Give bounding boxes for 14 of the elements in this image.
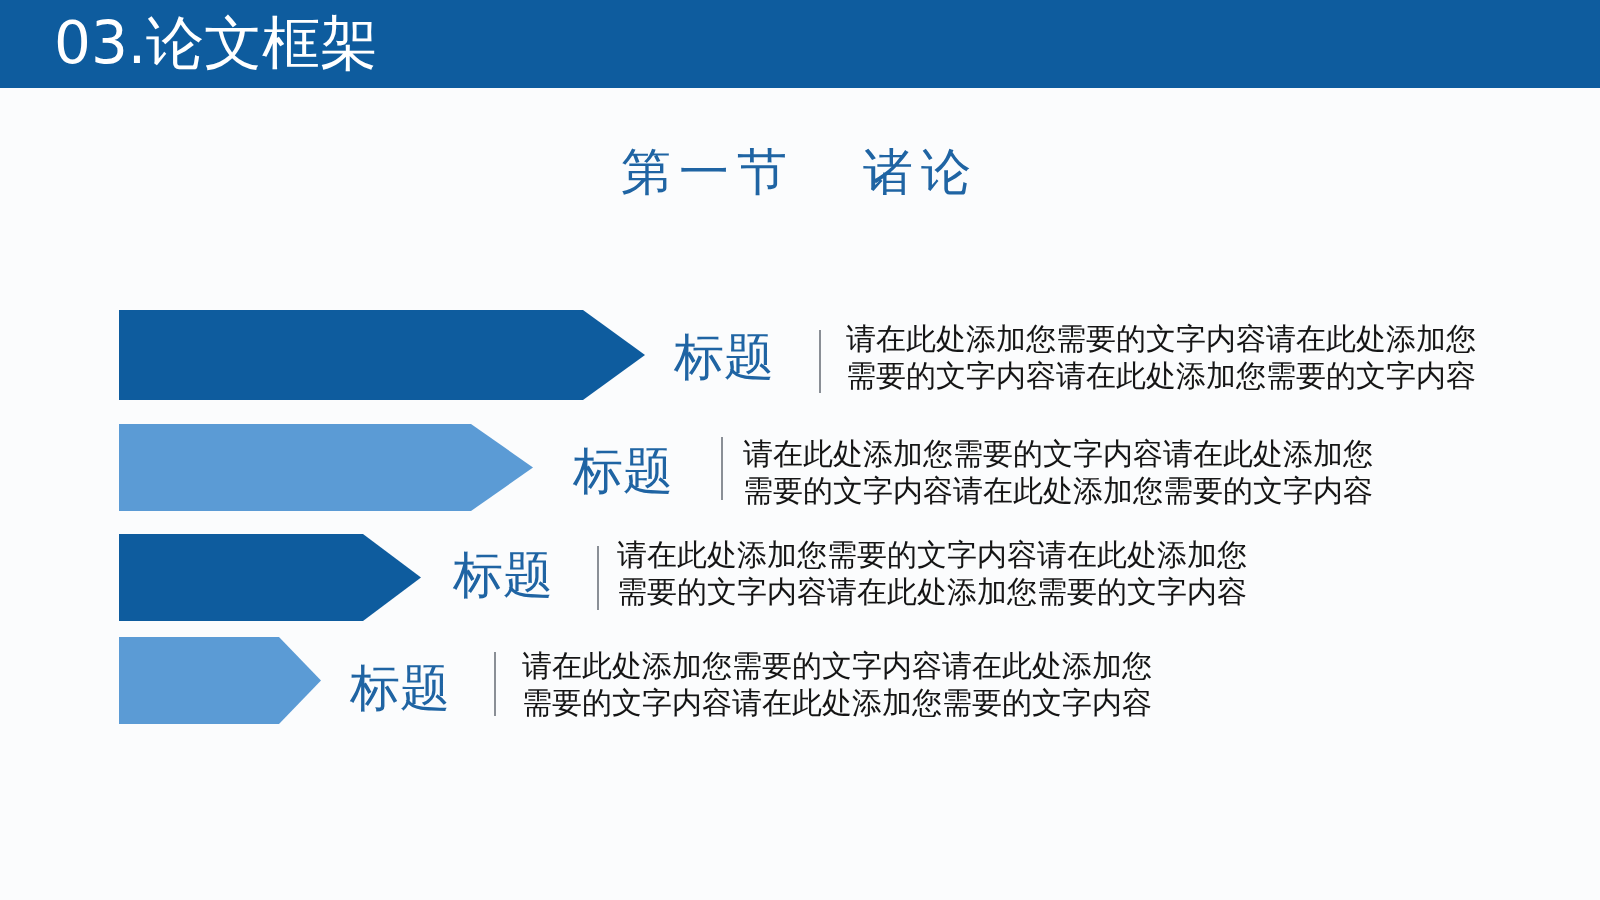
section-heading: 第一节 诸论 xyxy=(621,142,979,202)
page-title: 03.论文框架 xyxy=(54,8,379,78)
row-heading: 标题 xyxy=(453,545,553,605)
arrow-shape xyxy=(119,637,321,724)
row-heading: 标题 xyxy=(350,658,450,718)
arrow-shape xyxy=(119,310,645,400)
description-text: 请在此处添加您需要的文字内容请在此处添加您需要的文字内容请在此处添加您需要的文字内容 xyxy=(617,536,1248,610)
row-heading: 标题 xyxy=(573,441,673,501)
description-text: 请在此处添加您需要的文字内容请在此处添加您需要的文字内容请在此处添加您需要的文字内容 xyxy=(743,435,1374,509)
row-heading: 标题 xyxy=(674,327,774,387)
description-text: 请在此处添加您需要的文字内容请在此处添加您需要的文字内容请在此处添加您需要的文字内容 xyxy=(846,320,1477,394)
arrow-shape xyxy=(119,534,421,621)
description-text: 请在此处添加您需要的文字内容请在此处添加您需要的文字内容请在此处添加您需要的文字内容 xyxy=(522,647,1153,721)
arrow-shape xyxy=(119,424,533,511)
